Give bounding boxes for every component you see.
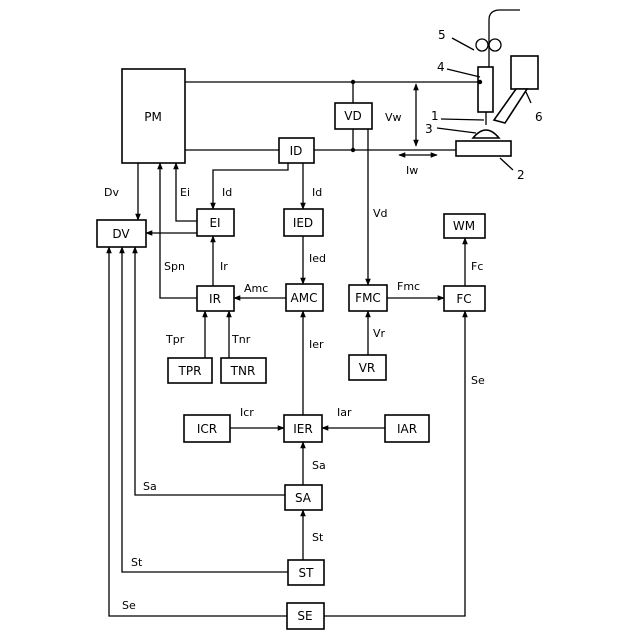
feed-roller-right [489,39,501,51]
block-amc: AMC [286,284,323,311]
signal-st-left: St [131,556,143,569]
signal-labels: Vw Iw Dv Ei Id Id Vd Spn Ir Ied Fc Amc F… [104,111,485,612]
welding-torch [478,67,493,112]
block-vd: VD [335,103,372,129]
block-ied: IED [284,209,323,236]
signal-ei: Ei [180,186,190,199]
block-tpr-label: TPR [178,364,202,378]
block-ier-label: IER [293,422,312,436]
leader-6 [526,92,531,103]
block-tnr: TNR [221,358,266,383]
block-pm: PM [122,69,185,163]
signal-vr: Vr [373,327,386,340]
ref-2: 2 [517,168,525,182]
signal-amc: Amc [244,282,268,295]
signal-tpr: Tpr [165,333,185,346]
block-ied-label: IED [293,216,313,230]
block-ier: IER [284,415,322,442]
signal-sa-left: Sa [143,480,157,493]
block-iar: IAR [385,415,429,442]
signal-ir: Ir [220,260,228,273]
block-iar-label: IAR [397,422,417,436]
block-dv: DV [97,220,146,247]
signal-id-right: Id [312,186,322,199]
block-wm-label: WM [453,219,475,233]
block-vd-label: VD [344,109,361,123]
welding-apparatus [456,10,538,156]
block-wm: WM [444,214,485,238]
signal-vd: Vd [373,207,388,220]
feed-roller-left [476,39,488,51]
block-ir-label: IR [209,292,221,306]
signal-iar: Iar [337,406,352,419]
block-amc-label: AMC [291,291,318,305]
block-st: ST [288,560,324,585]
node-torch [478,80,482,84]
leader-5 [452,38,474,50]
signal-dv: Dv [104,186,119,199]
block-sa-label: SA [295,491,312,505]
block-fmc-label: FMC [355,291,381,305]
signal-fmc: Fmc [397,280,420,293]
block-dv-label: DV [112,227,130,241]
signal-sa-up: Sa [312,459,326,472]
welding-arc [473,130,499,138]
block-fc: FC [444,286,485,311]
block-id: ID [279,138,314,163]
ref-4: 4 [437,60,445,74]
signal-se-right: Se [471,374,485,387]
block-vr-label: VR [359,361,376,375]
leader-4 [447,69,480,77]
workpiece [456,141,511,156]
block-icr-label: ICR [197,422,217,436]
leader-3 [437,128,476,133]
ref-5: 5 [438,28,446,42]
signal-spn: Spn [164,260,185,273]
block-tnr-label: TNR [230,364,256,378]
signal-id-left: Id [222,186,232,199]
ref-6: 6 [535,110,543,124]
block-sa: SA [285,485,322,510]
signal-vw: Vw [385,111,402,124]
block-ir: IR [197,286,234,311]
camera-lens [494,89,527,123]
block-icr: ICR [184,415,230,442]
leader-2 [500,158,513,170]
block-id-label: ID [290,144,303,158]
block-fc-label: FC [456,292,471,306]
line-ir-pm [160,163,197,298]
signal-ied: Ied [309,252,326,265]
signal-icr: Icr [240,406,254,419]
block-ei-label: EI [209,216,220,230]
signal-iw: Iw [406,164,418,177]
block-st-label: ST [299,566,315,580]
camera-body [511,56,538,89]
block-pm-label: PM [144,110,162,124]
leader-1 [441,119,484,120]
ref-1: 1 [431,109,439,123]
block-se-label: SE [297,609,312,623]
signal-ier: Ier [309,338,324,351]
block-se: SE [287,603,324,629]
blocks: PM VD ID DV EI IED WM IR [97,69,485,629]
block-tpr: TPR [168,358,212,383]
signal-st-up: St [312,531,324,544]
block-vr: VR [349,355,386,380]
signal-se-left: Se [122,599,136,612]
block-ei: EI [197,209,234,236]
signal-tnr: Tnr [231,333,251,346]
ref-3: 3 [425,122,433,136]
block-fmc: FMC [349,285,387,311]
line-se-fc [324,311,465,616]
signal-fc: Fc [471,260,483,273]
